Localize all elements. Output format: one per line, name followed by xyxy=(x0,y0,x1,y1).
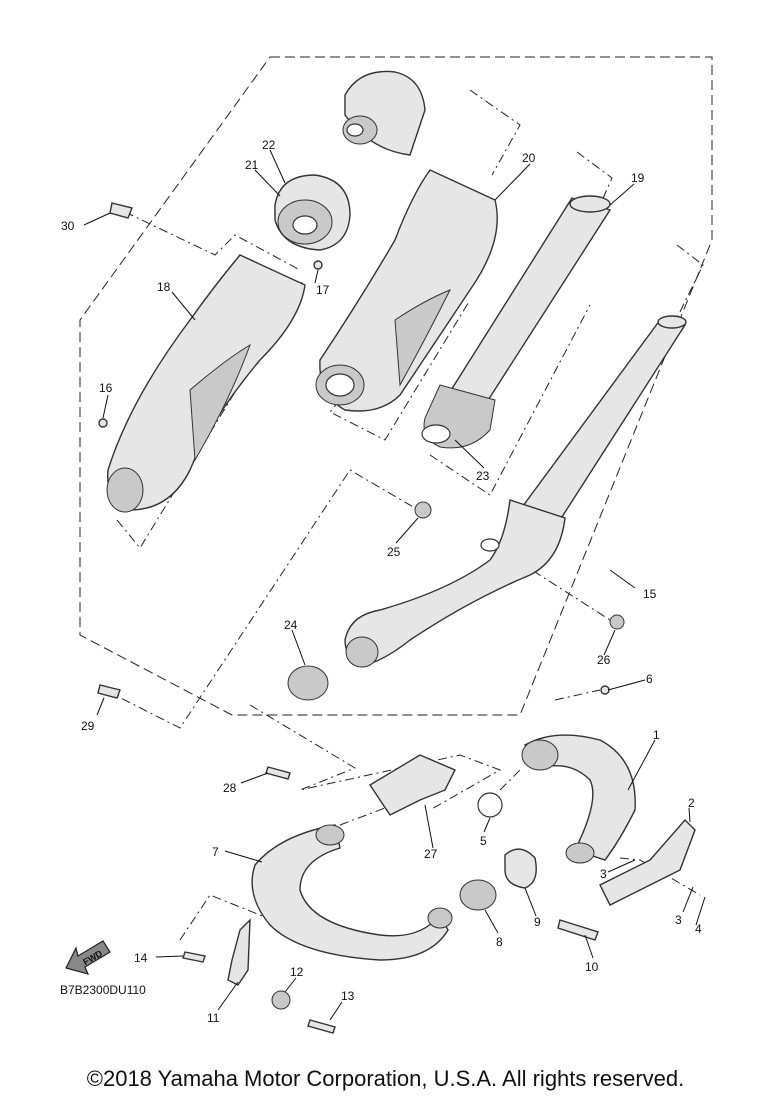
copyright-notice: ©2018 Yamaha Motor Corporation, U.S.A. A… xyxy=(86,1066,685,1091)
callout-10: 10 xyxy=(585,960,599,974)
muffler-body-part-20 xyxy=(315,169,498,412)
callout-3b: 3 xyxy=(675,913,682,927)
callout-21: 21 xyxy=(245,158,259,172)
head-pipe-part-1 xyxy=(521,734,636,864)
callout-7: 7 xyxy=(212,845,219,859)
callout-1: 1 xyxy=(653,728,660,742)
bracket-part-11 xyxy=(227,918,251,986)
callout-3a: 3 xyxy=(600,867,607,881)
callout-27: 27 xyxy=(424,847,438,861)
callout-18: 18 xyxy=(157,280,171,294)
end-cap-part xyxy=(342,70,426,156)
callout-30: 30 xyxy=(61,219,75,233)
callout-22: 22 xyxy=(262,138,276,152)
muffler-assembly-boundary xyxy=(79,56,713,716)
fwd-arrow-icon: FWD xyxy=(65,940,111,975)
callout-20: 20 xyxy=(522,151,536,165)
rear-pipe-part-15 xyxy=(344,315,687,668)
callout-12: 12 xyxy=(290,965,304,979)
callout-leaders xyxy=(83,149,706,1021)
callout-2: 2 xyxy=(688,796,695,810)
sleeve-part-24 xyxy=(287,665,329,701)
fasteners xyxy=(97,202,625,780)
callout-13: 13 xyxy=(341,989,355,1003)
front-pipe-part-7 xyxy=(251,824,453,961)
callout-23: 23 xyxy=(476,469,490,483)
callout-4: 4 xyxy=(695,922,702,936)
collar-part-12 xyxy=(271,990,291,1010)
diagram-code: B7B2300DU110 xyxy=(60,983,146,997)
clamp-part-9 xyxy=(504,848,537,889)
muffler-cover-part-18 xyxy=(106,254,306,513)
callout-19: 19 xyxy=(631,171,645,185)
callout-15: 15 xyxy=(643,587,657,601)
callout-24: 24 xyxy=(284,618,298,632)
sleeve-part-8 xyxy=(459,879,497,911)
callout-16: 16 xyxy=(99,381,113,395)
gasket-part-5 xyxy=(477,792,503,818)
exhaust-exploded-diagram: 30 22 21 20 19 17 18 16 23 25 15 24 26 6… xyxy=(61,56,713,1034)
bolt-part-13 xyxy=(307,1019,336,1034)
callout-11: 11 xyxy=(207,1011,220,1025)
callout-5: 5 xyxy=(480,834,487,848)
bolt-part-10 xyxy=(557,919,599,941)
callout-14: 14 xyxy=(134,951,148,965)
callout-25: 25 xyxy=(387,545,401,559)
bracket-part-27 xyxy=(369,754,456,816)
callout-17: 17 xyxy=(316,283,330,297)
bolt-part-14 xyxy=(182,951,206,963)
callout-8: 8 xyxy=(496,935,503,949)
callout-9: 9 xyxy=(534,915,541,929)
grommet-part-21-22 xyxy=(274,174,351,251)
callout-26: 26 xyxy=(597,653,611,667)
bracket-part-2 xyxy=(599,818,696,906)
callout-29: 29 xyxy=(81,719,95,733)
inner-pipe-part-19 xyxy=(421,195,612,449)
callout-6: 6 xyxy=(646,672,653,686)
callout-28: 28 xyxy=(223,781,237,795)
